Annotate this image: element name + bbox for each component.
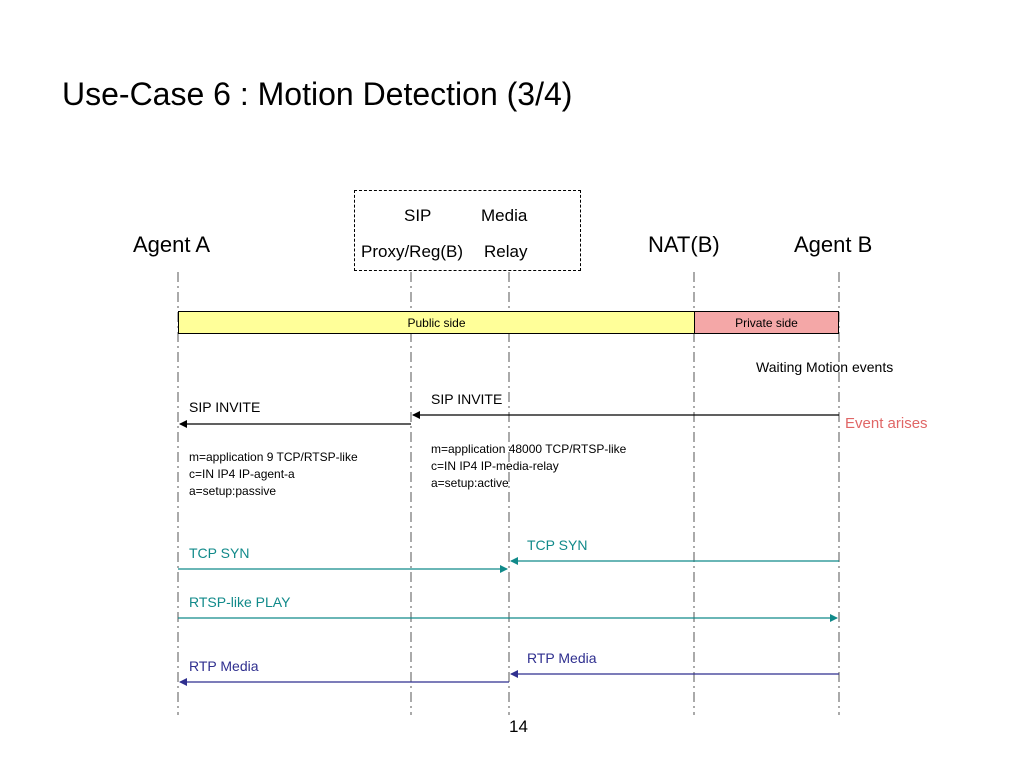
sip-server-label-line1: SIP	[404, 206, 432, 225]
event-arises-note: Event arises	[845, 415, 928, 432]
media-relay-label-line1: Media	[481, 206, 528, 225]
sip-server-label-line2: Proxy/Reg(B)	[361, 242, 464, 261]
page-number: 14	[509, 717, 528, 736]
rtp-media-to-a-label: RTP Media	[189, 658, 259, 674]
page-title: Use-Case 6 : Motion Detection (3/4)	[62, 76, 573, 112]
agent-b-label: Agent B	[794, 232, 873, 257]
server-group-box	[354, 190, 581, 271]
tcp-syn-from-a-label: TCP SYN	[189, 545, 250, 561]
sip-invite-to-agent-a-label: SIP INVITE	[189, 399, 261, 415]
waiting-motion-note: Waiting Motion events	[756, 359, 894, 375]
public-side-band: Public side	[178, 311, 695, 334]
tcp-syn-from-b-label: TCP SYN	[527, 537, 588, 553]
sip-invite-to-proxy-label: SIP INVITE	[431, 391, 503, 407]
rtp-media-from-b-label: RTP Media	[527, 650, 597, 666]
private-side-band: Private side	[694, 311, 839, 334]
sdp-agent-a-block: m=application 9 TCP/RTSP-like c=IN IP4 I…	[189, 450, 358, 498]
nat-b-label: NAT(B)	[648, 232, 720, 257]
media-relay-label-line2: Relay	[484, 242, 528, 261]
rtsp-play-label: RTSP-like PLAY	[189, 594, 291, 610]
agent-a-label: Agent A	[133, 232, 211, 257]
sdp-relay-block: m=application 48000 TCP/RTSP-like c=IN I…	[431, 442, 627, 490]
